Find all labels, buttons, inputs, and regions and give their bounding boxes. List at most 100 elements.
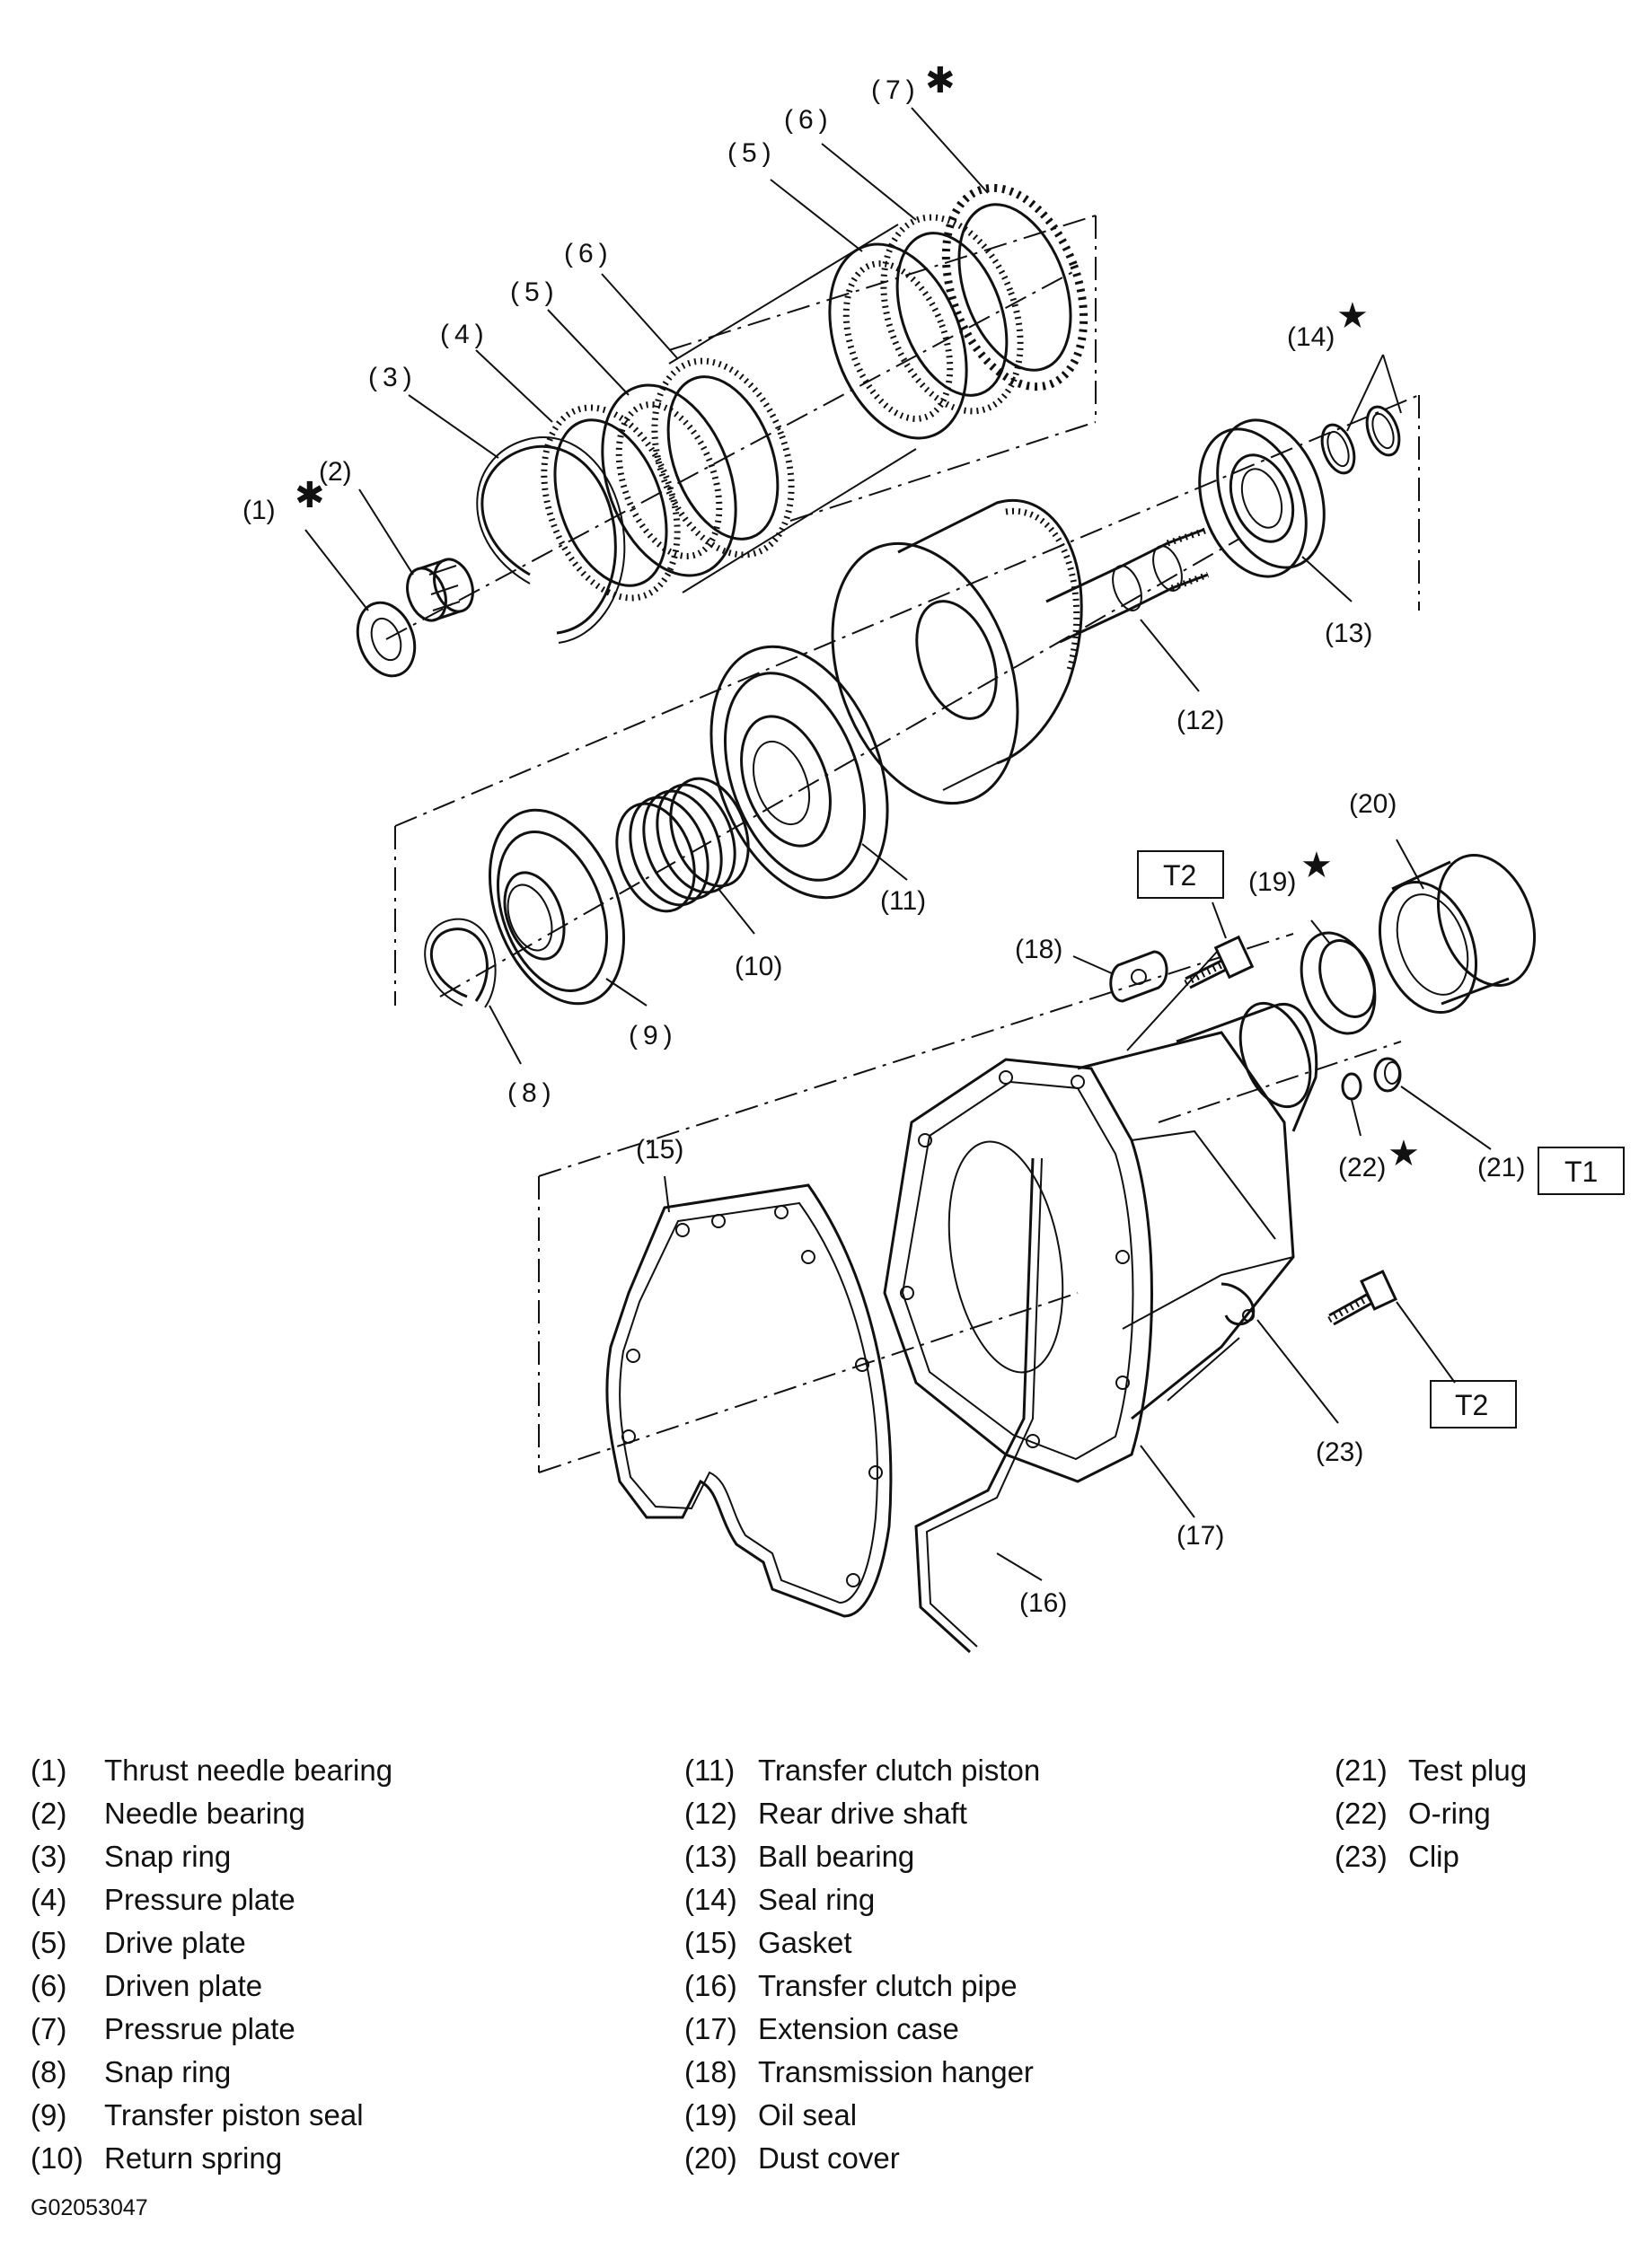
legend-number: (14) [684,1883,737,1916]
callout-6b: (6) [784,105,833,135]
figure-code: G02053047 [31,2195,148,2220]
callout-20: (20) [1349,789,1397,819]
callout-16: (16) [1019,1588,1067,1618]
dust-cover [1378,853,1537,1015]
torque-box-t1: T1 [1538,1147,1625,1195]
snap-ring-3 [476,436,626,644]
drive-plate-5b [828,242,968,440]
legend-text: Snap ring [104,2055,232,2088]
callout-23: (23) [1316,1437,1363,1467]
torque-box-t2-top: T2 [1137,850,1224,899]
seal-rings [1320,405,1401,475]
callout-9: (9) [629,1021,678,1050]
legend-number: (17) [684,2012,737,2045]
snap-ring-8 [424,918,497,1008]
pressure-plate-7 [941,183,1088,391]
pressure-plate-4 [541,404,681,602]
thrust-needle-bearing [356,601,417,678]
torque-label-t2-bottom: T2 [1455,1389,1488,1421]
legend-text: Snap ring [104,1840,232,1873]
legend-text: Transfer clutch piston [758,1754,1041,1787]
clip [1221,1282,1256,1326]
callout-7: (7) [871,75,921,105]
bolt-upper [1184,935,1255,989]
drive-plate-5a [601,383,737,577]
legend-text: Transfer clutch pipe [758,1969,1018,2002]
legend-number: (3) [31,1840,67,1873]
clutch-pack-axis [385,268,1079,640]
legend-number: (21) [1335,1754,1388,1787]
legend-text: Return spring [104,2141,283,2175]
transmission-hanger [1109,950,1168,1003]
rear-drive-shaft [831,499,1210,805]
legend-text: Extension case [758,2012,959,2045]
legend-number: (6) [31,1969,67,2002]
star-icon: ★ [1388,1133,1420,1174]
callout-12: (12) [1177,706,1224,735]
torque-box-t2-bottom: T2 [1430,1380,1517,1428]
legend-number: (12) [684,1797,737,1830]
oil-seal [1300,931,1377,1035]
asterisk-icon: ✱ [295,475,325,516]
callout-13: (13) [1325,619,1372,648]
gasket-guide-top [538,933,1294,1177]
torque-label-t2-top: T2 [1163,859,1196,892]
callout-3: (3) [368,363,418,392]
legend-text: Rear drive shaft [758,1797,967,1830]
callout-6a: (6) [564,239,613,268]
legend-number: (7) [31,2012,67,2045]
legend-text: Needle bearing [104,1797,305,1830]
leader-lines [304,107,1492,1581]
callout-11: (11) [880,886,926,916]
callout-22: (22) [1338,1153,1386,1182]
legend-text: Pressure plate [104,1883,295,1916]
legend-text: Ball bearing [758,1840,915,1873]
case-axis [1158,1041,1402,1123]
legend-text: Transmission hanger [758,2055,1034,2088]
callout-4: (4) [440,320,489,349]
transfer-piston-seal [488,808,626,1006]
legend-number: (11) [684,1754,736,1787]
legend-number: (19) [684,2098,737,2132]
legend-text: Transfer piston seal [104,2098,364,2132]
callout-15: (15) [636,1135,683,1165]
legend-text: Test plug [1408,1754,1528,1787]
asterisk-icon: ✱ [925,60,956,101]
torque-label-t1: T1 [1564,1156,1598,1188]
exploded-parts-diagram: (1) ✱ (2) (3) (4) (5) (6) (5) (6) (7) ✱ … [242,60,1625,1654]
callout-18: (18) [1015,935,1062,964]
callout-10: (10) [735,952,782,981]
legend-number: (4) [31,1883,67,1916]
clutch-pack-guide-top [668,215,1097,351]
shaft-group-guide-top [394,394,1420,827]
callout-5a: (5) [510,277,560,307]
callout-5b: (5) [727,138,777,168]
callout-19: (19) [1248,867,1296,897]
test-plug [1373,1057,1402,1093]
legend-text: Gasket [758,1926,852,1959]
legend-text: Thrust needle bearing [104,1754,393,1787]
gasket [605,1183,893,1618]
legend-text: Seal ring [758,1883,876,1916]
legend-number: (5) [31,1926,67,1959]
callout-21: (21) [1477,1153,1525,1182]
legend-number: (9) [31,2098,67,2132]
legend-text: Dust cover [758,2141,900,2175]
extension-case [883,1001,1318,1483]
driven-plate-6b [880,214,1024,415]
transfer-clutch-pipe [914,1157,1043,1654]
needle-bearing [406,558,474,622]
legend-text: Clip [1408,1840,1459,1873]
callout-14: (14) [1287,322,1335,352]
legend-text: Drive plate [104,1926,246,1959]
legend-number: (10) [31,2141,84,2175]
legend-number: (20) [684,2141,737,2175]
legend-number: (8) [31,2055,67,2088]
o-ring [1341,1072,1362,1101]
legend-number: (2) [31,1797,67,1830]
legend-text: Oil seal [758,2098,858,2132]
ball-bearing [1198,418,1326,578]
callout-2: (2) [319,457,352,487]
legend-number: (18) [684,2055,737,2088]
driven-plate-6a [651,357,795,558]
